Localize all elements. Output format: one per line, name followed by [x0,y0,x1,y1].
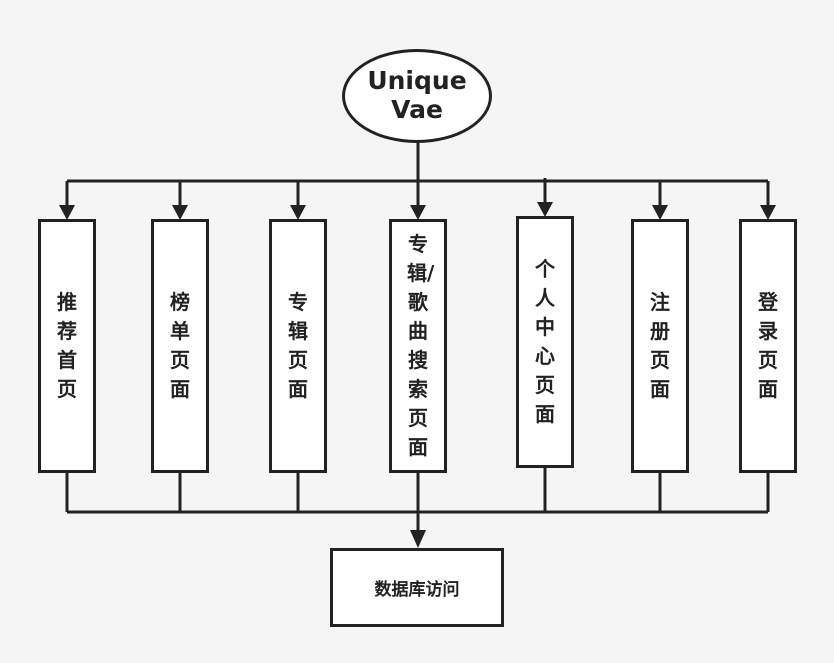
root-label: Unique Vae [367,66,467,124]
database-label: 数据库访问 [374,580,460,600]
root-node: Unique Vae [342,49,492,143]
node-label: 推荐首页 [57,290,77,401]
node-label: 榜单页面 [170,290,190,401]
node-login-page: 登录页面 [739,219,797,473]
arrowhead-register [652,205,668,220]
node-register-page: 注册页面 [631,219,689,473]
arrowhead-search [410,205,426,220]
node-label: 注册页面 [650,290,670,401]
arrowhead-album [290,205,306,220]
node-album-page: 专辑页面 [269,219,327,473]
arrowhead-recommend [59,205,75,220]
node-label: 登录页面 [758,290,778,401]
arrowhead-profile [537,202,553,217]
arrowhead-chart [172,205,188,220]
node-search-page: 专辑/歌曲搜索页面 [389,219,447,473]
node-label: 专辑页面 [288,290,308,401]
node-database-access: 数据库访问 [330,548,504,627]
arrowhead-database [410,530,426,548]
node-profile-page: 个人中心页面 [516,216,574,468]
node-recommend-home: 推荐首页 [38,219,96,473]
node-label: 个人中心页面 [535,257,555,426]
node-label: 专辑/歌曲搜索页面 [407,232,435,459]
arrowhead-login [760,205,776,220]
node-chart-page: 榜单页面 [151,219,209,473]
